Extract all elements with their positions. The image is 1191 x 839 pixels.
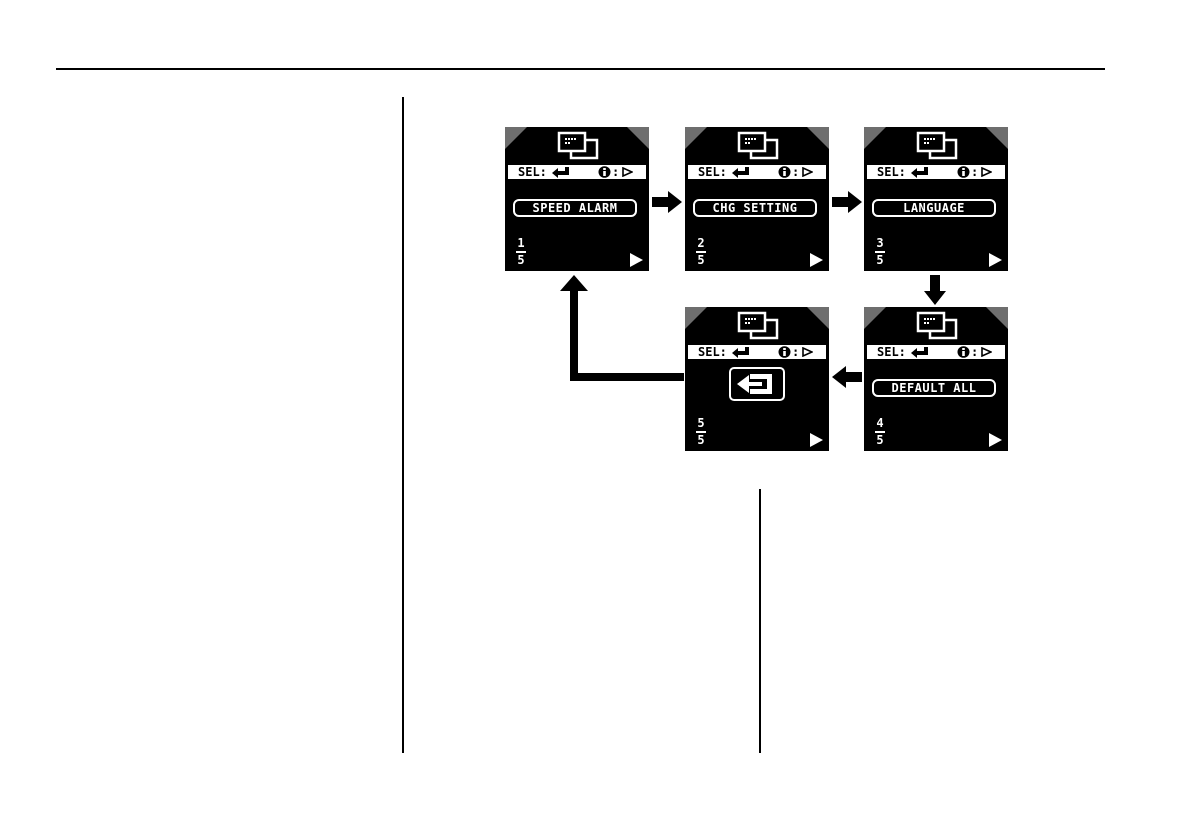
arrow-return-5-to-1 [560,275,684,381]
enter-icon [911,167,928,178]
info-colon: : [971,165,979,179]
column-divider-left [402,97,404,753]
window-stack-icon [916,131,958,160]
fraction-bar [516,251,526,253]
corner-right [986,127,1008,149]
play-outline-icon [802,347,813,357]
column-divider-right [759,489,761,753]
info-icon [957,166,970,178]
info-icon [778,346,791,358]
next-page-icon [810,253,823,267]
enter-icon [732,167,749,178]
menu-option-label: CHG SETTING [693,199,817,217]
info-icon [598,166,611,178]
page-index: 2 [697,236,705,250]
page-total: 5 [697,433,705,447]
corner-left [864,127,886,149]
menu-screen-3: SEL: : LANGUAGE 3 5 [864,127,1008,271]
menu-screen-1: SEL: : SPEED ALARM 1 5 [505,127,649,271]
corner-right [807,127,829,149]
page-total: 5 [697,253,705,267]
back-option [729,367,785,401]
menu-option-label: DEFAULT ALL [872,379,996,397]
sel-label: SEL: [698,345,727,359]
menu-screen-4: SEL: : DEFAULT ALL 4 5 [864,307,1008,451]
page-total: 5 [876,253,884,267]
page-indicator: 1 5 [516,237,526,267]
sel-label: SEL: [518,165,547,179]
fraction-bar [696,431,706,433]
menu-screen-5: SEL: : 5 5 [685,307,829,451]
info-icon [778,166,791,178]
play-outline-icon [622,167,633,177]
top-rule [56,68,1105,70]
info-icon [957,346,970,358]
enter-icon [911,347,928,358]
menu-option-label: LANGUAGE [872,199,996,217]
window-stack-icon [916,311,958,340]
enter-icon [552,167,569,178]
info-colon: : [792,165,800,179]
enter-icon [732,347,749,358]
page-indicator: 4 5 [875,417,885,447]
arrow-left-4-to-5 [832,366,862,388]
fraction-bar [875,251,885,253]
menu-screen-2: SEL: : CHG SETTING 2 5 [685,127,829,271]
next-page-icon [630,253,643,267]
window-stack-icon [557,131,599,160]
arrow-right-1-to-2 [652,191,682,213]
menu-option-label: SPEED ALARM [513,199,637,217]
status-bar: SEL: : [688,165,826,179]
sel-label: SEL: [698,165,727,179]
status-bar: SEL: : [508,165,646,179]
next-page-icon [989,433,1002,447]
page-index: 3 [876,236,884,250]
info-colon: : [612,165,620,179]
page-index: 4 [876,416,884,430]
status-bar: SEL: : [867,165,1005,179]
play-outline-icon [981,167,992,177]
page-total: 5 [517,253,525,267]
arrow-down-3-to-4 [924,275,946,305]
play-outline-icon [981,347,992,357]
info-colon: : [792,345,800,359]
corner-right [986,307,1008,329]
fraction-bar [696,251,706,253]
corner-right [807,307,829,329]
page-index: 5 [697,416,705,430]
next-page-icon [810,433,823,447]
page-index: 1 [517,236,525,250]
window-stack-icon [737,311,779,340]
page-indicator: 3 5 [875,237,885,267]
corner-right [627,127,649,149]
info-colon: : [971,345,979,359]
status-bar: SEL: : [688,345,826,359]
arrow-right-2-to-3 [832,191,862,213]
window-stack-icon [737,131,779,160]
corner-left [505,127,527,149]
sel-label: SEL: [877,345,906,359]
page-indicator: 5 5 [696,417,706,447]
next-page-icon [989,253,1002,267]
back-icon [737,374,772,394]
page-indicator: 2 5 [696,237,706,267]
play-outline-icon [802,167,813,177]
page-total: 5 [876,433,884,447]
fraction-bar [875,431,885,433]
sel-label: SEL: [877,165,906,179]
corner-left [864,307,886,329]
corner-left [685,307,707,329]
status-bar: SEL: : [867,345,1005,359]
corner-left [685,127,707,149]
